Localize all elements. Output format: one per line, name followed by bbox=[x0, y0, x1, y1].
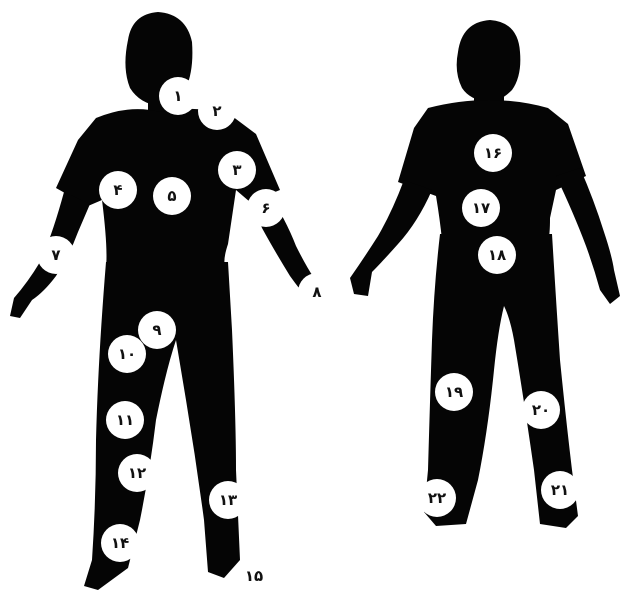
marker-9: ٩ bbox=[138, 311, 176, 349]
marker-20: ٢٠ bbox=[522, 391, 560, 429]
marker-17: ١٧ bbox=[462, 189, 500, 227]
back-figure bbox=[350, 20, 620, 528]
marker-19: ١٩ bbox=[435, 373, 473, 411]
marker-6: ۶ bbox=[247, 189, 285, 227]
back-head bbox=[457, 20, 521, 102]
back-right-arm bbox=[556, 168, 620, 304]
marker-4: ۴ bbox=[99, 171, 137, 209]
marker-5: ۵ bbox=[153, 177, 191, 215]
marker-22: ٢٢ bbox=[418, 479, 456, 517]
marker-21: ٢١ bbox=[541, 471, 579, 509]
marker-3: ٣ bbox=[218, 151, 256, 189]
marker-16: ١۶ bbox=[474, 134, 512, 172]
marker-1: ١ bbox=[159, 77, 197, 115]
marker-2: ٢ bbox=[198, 92, 236, 130]
marker-12: ١٢ bbox=[118, 454, 156, 492]
marker-13: ١٣ bbox=[209, 481, 247, 519]
marker-10: ١٠ bbox=[108, 335, 146, 373]
marker-8: ٨ bbox=[298, 273, 336, 311]
marker-15: ١۵ bbox=[235, 557, 273, 593]
back-left-arm bbox=[350, 180, 432, 296]
marker-18: ١٨ bbox=[478, 236, 516, 274]
marker-7: ٧ bbox=[37, 236, 75, 274]
marker-14: ١۴ bbox=[101, 524, 139, 562]
marker-11: ١١ bbox=[106, 401, 144, 439]
